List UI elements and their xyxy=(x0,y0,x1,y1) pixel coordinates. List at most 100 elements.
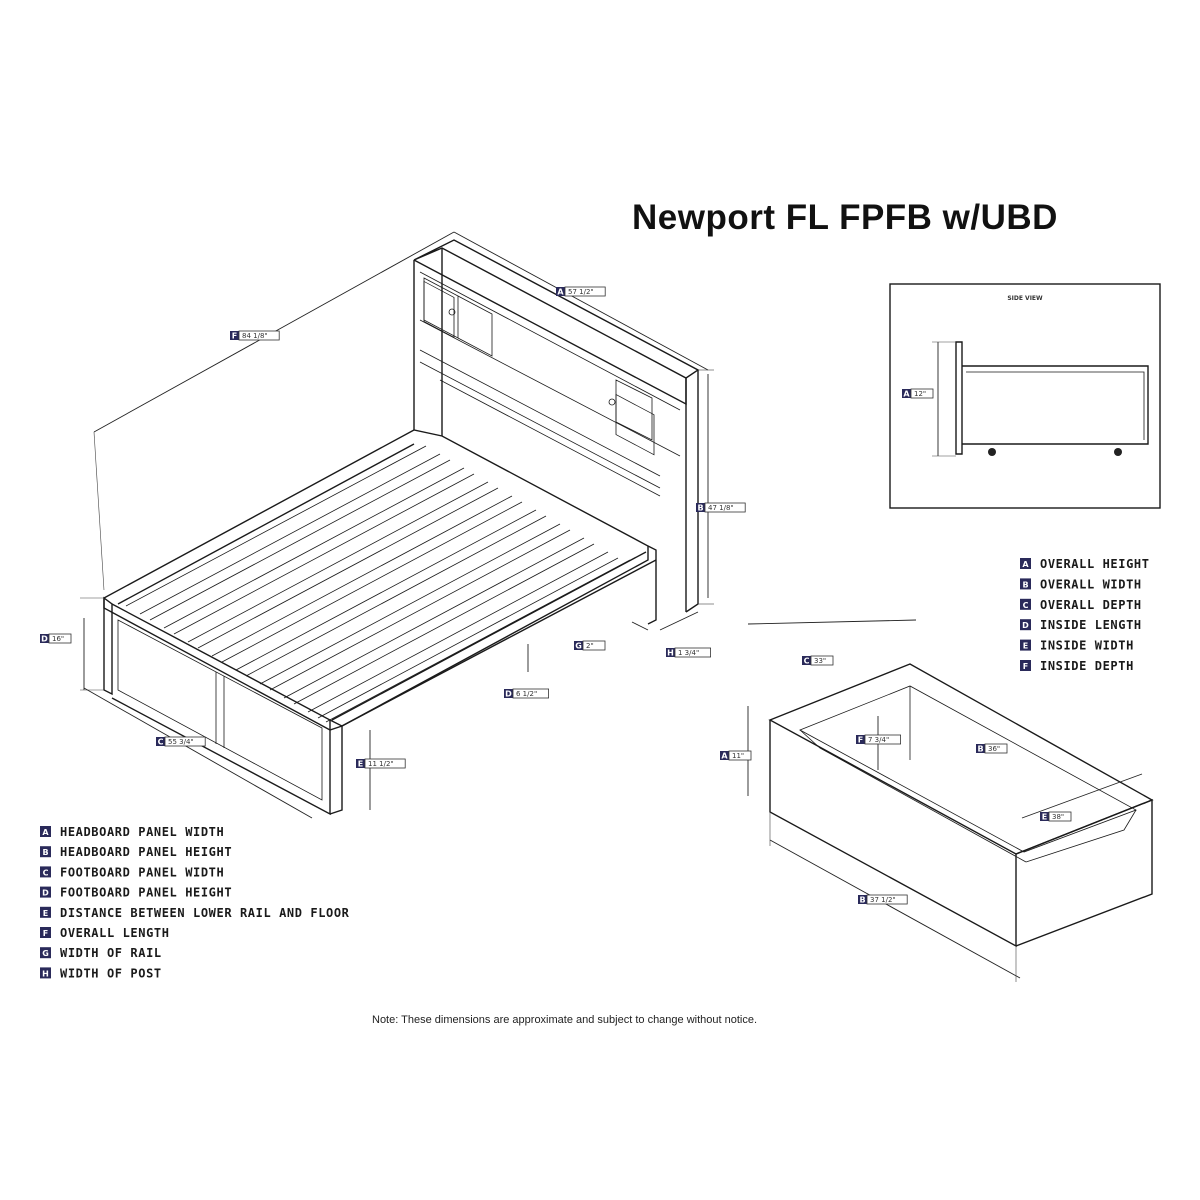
bed-dim-tag-letter: G xyxy=(575,642,582,651)
disclaimer-note: Note: These dimensions are approximate a… xyxy=(372,1014,758,1026)
bed-dim-tag: F 84 1/8" xyxy=(230,330,280,341)
bed-dim-tag-letter: F xyxy=(232,332,237,341)
legend-bed-item: C FOOTBOARD PANEL WIDTH xyxy=(40,865,224,879)
legend-drawer-item-label: INSIDE LENGTH xyxy=(1040,618,1142,632)
drawer-dim-tag-letter: F xyxy=(858,736,863,745)
bed-dim-tag: B 47 1/8" xyxy=(696,502,746,513)
bed-dim-tag: A 57 1/2" xyxy=(556,286,606,297)
legend-drawer-item-letter: F xyxy=(1023,662,1028,671)
inset-dim-tag-value: 12" xyxy=(914,390,926,398)
drawer-dim-tag-value: 11" xyxy=(732,752,744,760)
bed-dim-tag-letter: C xyxy=(158,738,164,747)
legend-bed-item-label: HEADBOARD PANEL WIDTH xyxy=(60,825,224,839)
drawer-dim-tag-value: 36" xyxy=(988,745,1000,753)
legend-drawer-item: B OVERALL WIDTH xyxy=(1020,577,1142,591)
bed-dim-tag-value: 55 3/4" xyxy=(168,738,194,746)
bed-dim-tag-letter: A xyxy=(557,288,564,297)
footboard xyxy=(103,559,657,816)
legend-drawer-item: D INSIDE LENGTH xyxy=(1020,618,1142,632)
drawer-dim-tag-value: 7 3/4" xyxy=(868,736,889,744)
legend-drawer-item-letter: C xyxy=(1023,601,1029,610)
legend-drawer-item-label: OVERALL WIDTH xyxy=(1040,577,1142,591)
legend-drawer-item-label: OVERALL DEPTH xyxy=(1040,598,1142,612)
drawer-dim-tag-letter: A xyxy=(721,752,728,761)
drawer-dim-tag: F 7 3/4" xyxy=(856,734,901,745)
bed-dim-tag-value: 47 1/8" xyxy=(708,504,734,512)
bed-dim-tag-value: 57 1/2" xyxy=(568,288,594,296)
legend-bed-item-label: OVERALL LENGTH xyxy=(60,926,170,940)
inset-dim-tag-letter: A xyxy=(903,390,910,399)
legend-drawer-item: A OVERALL HEIGHT xyxy=(1020,557,1150,571)
bed-dim-tag: E 11 1/2" xyxy=(356,758,406,769)
bed-dim-tag-value: 16" xyxy=(52,635,64,643)
bed-dim-tag: D 6 1/2" xyxy=(504,688,549,699)
drawer-drawing xyxy=(747,619,1154,982)
bed-dim-tag: C 55 3/4" xyxy=(156,736,206,747)
bed-dim-tag: D 16" xyxy=(40,633,72,644)
bed-dim-tag-value: 84 1/8" xyxy=(242,332,268,340)
bed-frame xyxy=(103,429,657,731)
bed-dim-tag-letter: D xyxy=(505,690,512,699)
drawer-dim-tag: E 38" xyxy=(1040,811,1072,822)
bed-dim-tag: H 1 3/4" xyxy=(666,647,711,658)
legend-drawer-item-letter: D xyxy=(1022,621,1029,630)
legend-drawer-item-letter: E xyxy=(1023,642,1028,651)
bed-dim-tag-value: 11 1/2" xyxy=(368,760,394,768)
drawer-dim-tag-letter: E xyxy=(1042,813,1047,822)
legend-bed-item-label: FOOTBOARD PANEL HEIGHT xyxy=(60,886,232,900)
drawer-dim-tag-value: 38" xyxy=(1052,813,1064,821)
legend-bed-item-label: WIDTH OF POST xyxy=(60,966,162,980)
side-view-inset: SIDE VIEW xyxy=(889,283,1161,509)
bed-drawing xyxy=(80,231,714,819)
legend-bed-item: F OVERALL LENGTH xyxy=(40,926,170,940)
bed-dim-tag-letter: B xyxy=(697,504,703,513)
drawer-dim-tag: A 11" xyxy=(720,750,752,761)
legend-drawer-item: E INSIDE WIDTH xyxy=(1020,639,1134,653)
legend-drawer-item-letter: B xyxy=(1022,580,1028,589)
bed-dim-tag-value: 1 3/4" xyxy=(678,649,699,657)
legend-bed-item-letter: A xyxy=(42,828,49,837)
legend-bed-item: E DISTANCE BETWEEN LOWER RAIL AND FLOOR xyxy=(40,906,350,920)
headboard xyxy=(413,239,700,613)
drawer-dim-tag-value: 33" xyxy=(814,657,826,665)
legend-bed-item-label: HEADBOARD PANEL HEIGHT xyxy=(60,845,232,859)
legend-bed-item-label: DISTANCE BETWEEN LOWER RAIL AND FLOOR xyxy=(60,906,350,920)
legend-bed-item: D FOOTBOARD PANEL HEIGHT xyxy=(40,886,232,900)
legend-bed-item: A HEADBOARD PANEL WIDTH xyxy=(40,825,224,839)
bed-dim-tag-letter: D xyxy=(41,635,48,644)
drawer-dim-tag: C 33" xyxy=(802,655,834,666)
legend-drawer-item-label: INSIDE DEPTH xyxy=(1040,659,1134,673)
legend-bed-item-letter: G xyxy=(42,949,49,958)
bed-dim-tag-letter: H xyxy=(667,649,674,658)
side-view-label: SIDE VIEW xyxy=(1007,295,1043,302)
legend-bed-item-letter: B xyxy=(42,848,48,857)
legend-drawer: A OVERALL HEIGHT B OVERALL WIDTH C OVERALL DE… xyxy=(1020,557,1150,673)
bed-dim-tag-value: 6 1/2" xyxy=(516,690,537,698)
legend-drawer-item-letter: A xyxy=(1022,560,1029,569)
legend-bed-item-letter: E xyxy=(43,909,48,918)
legend-bed-item-letter: F xyxy=(43,929,48,938)
legend-drawer-item: F INSIDE DEPTH xyxy=(1020,659,1134,673)
legend-bed-item-label: FOOTBOARD PANEL WIDTH xyxy=(60,865,224,879)
legend-bed-item-letter: H xyxy=(42,969,49,978)
legend-drawer-item-label: INSIDE WIDTH xyxy=(1040,639,1134,653)
inset-dim-tag: A 12" xyxy=(902,388,934,399)
drawer-dim-tag-letter: C xyxy=(804,657,810,666)
legend-bed-item: G WIDTH OF RAIL xyxy=(40,946,162,960)
drawer-dim-tag: B 37 1/2" xyxy=(858,894,908,905)
drawer-dim-tag-value: 37 1/2" xyxy=(870,896,896,904)
legend-drawer-item-label: OVERALL HEIGHT xyxy=(1040,557,1150,571)
legend-bed-item-label: WIDTH OF RAIL xyxy=(60,946,162,960)
drawer-dim-tag-letter: B xyxy=(859,896,865,905)
legend-bed: A HEADBOARD PANEL WIDTH B HEADBOARD PANEL H… xyxy=(40,825,350,980)
legend-bed-item: B HEADBOARD PANEL HEIGHT xyxy=(40,845,232,859)
legend-bed-item-letter: C xyxy=(43,868,49,877)
legend-drawer-item: C OVERALL DEPTH xyxy=(1020,598,1142,612)
bed-dimension-lines xyxy=(80,231,714,819)
bed-dim-tag-letter: E xyxy=(358,760,363,769)
bed-dim-tag-value: 2" xyxy=(586,642,594,650)
legend-bed-item-letter: D xyxy=(42,889,49,898)
